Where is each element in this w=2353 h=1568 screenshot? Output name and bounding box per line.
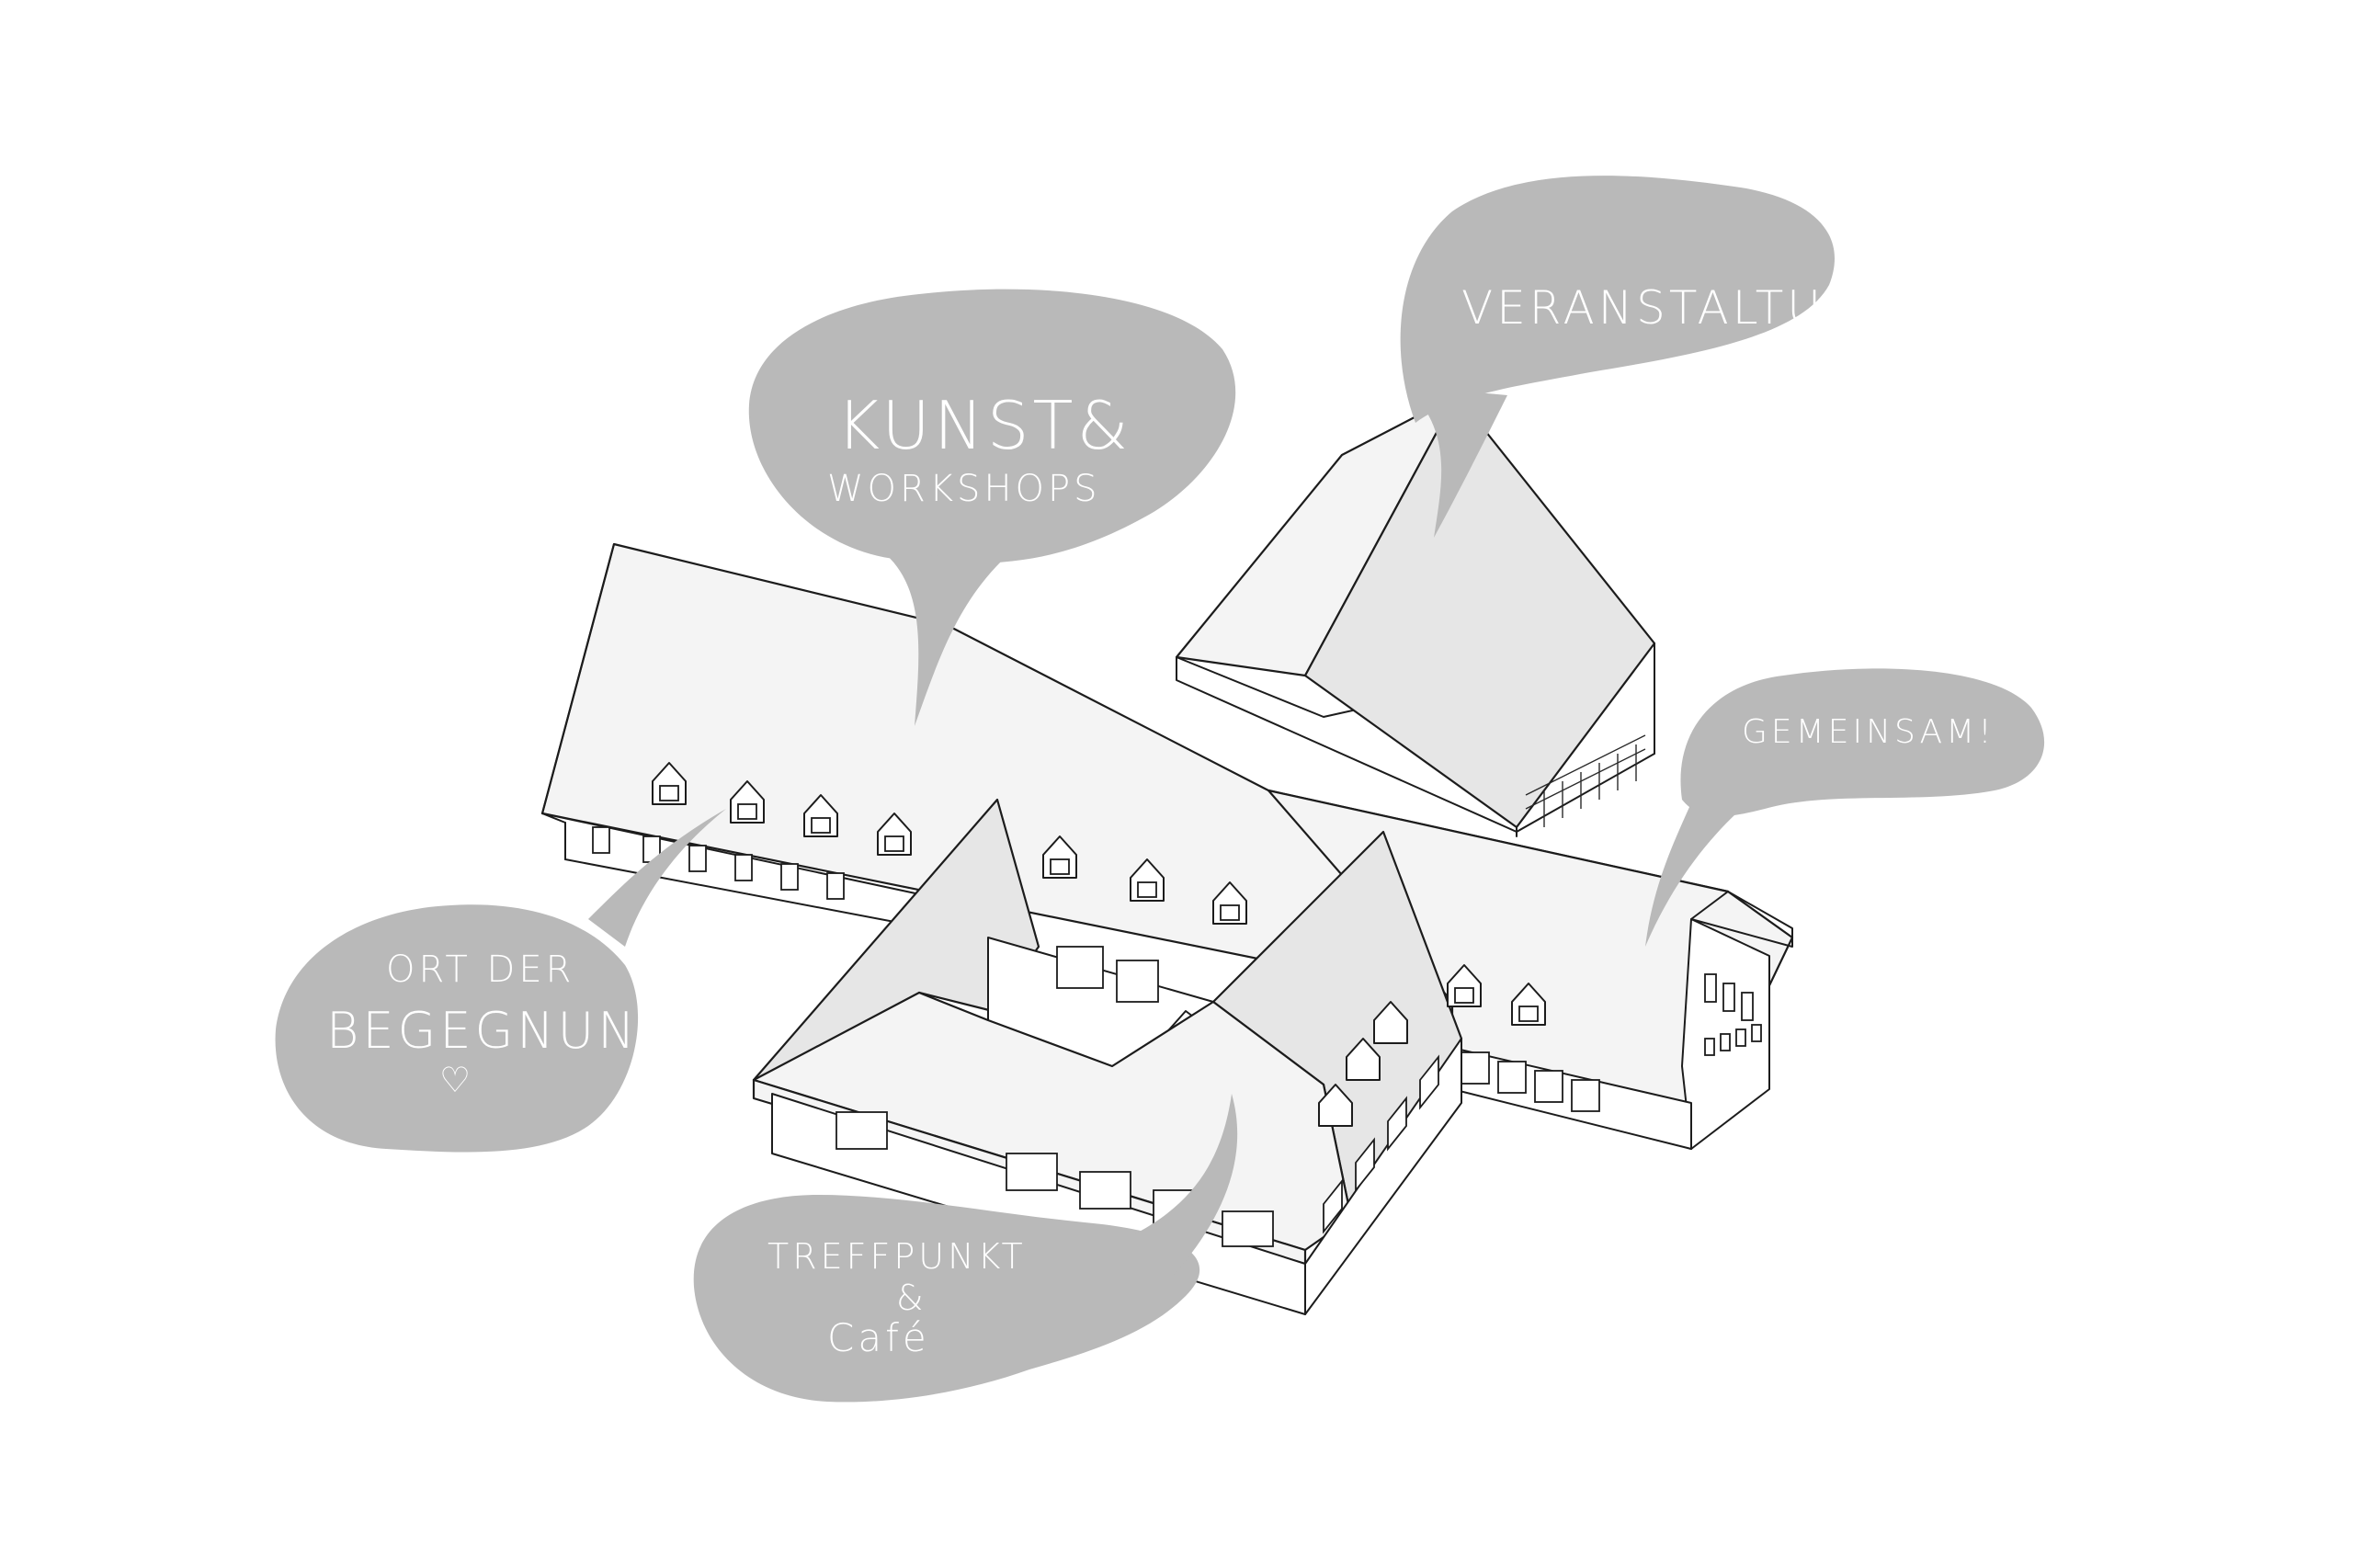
roof-dormers [652, 762, 1546, 1127]
bubble-kunst-workshops: KUNST& WORKSHOPS [748, 289, 1236, 726]
label-ampersand: & [896, 1278, 927, 1318]
bubble-ort-der-begegnung: ORT DER BEGEGNUNG ♡ [275, 809, 726, 1153]
courtyard-wing-windows [835, 946, 1439, 1247]
bubble-veranstaltung: VERANSTALTUNG [1400, 176, 1902, 538]
community-wing-windows [1461, 973, 1762, 1112]
label-veranstaltung: VERANSTALTUNG [1461, 281, 1902, 335]
heart-icon: ♡ [439, 1060, 474, 1100]
bubble-gemeinsam: GEMEINSAM! [1645, 668, 2045, 947]
label-cafe: Café [827, 1315, 930, 1360]
label-workshops: WORKSHOPS [827, 468, 1101, 510]
speech-bubbles: KUNST& WORKSHOPS VERANSTALTUNG GEMEINSAM… [275, 176, 2045, 1403]
bubble-treffpunkt-cafe: TREFFPUNKT & Café [693, 1094, 1238, 1403]
ground-floor-windows [592, 826, 845, 900]
event-hall-wing [1175, 393, 1656, 837]
label-gemeinsam: GEMEINSAM! [1742, 713, 1995, 751]
label-begegnung: BEGEGNUNG [326, 1002, 680, 1060]
label-treffpunkt: TREFFPUNKT [767, 1236, 1027, 1277]
building-drawing [540, 393, 1794, 1315]
label-kunst: KUNST& [836, 387, 1132, 464]
label-ort-der: ORT DER [386, 949, 574, 991]
